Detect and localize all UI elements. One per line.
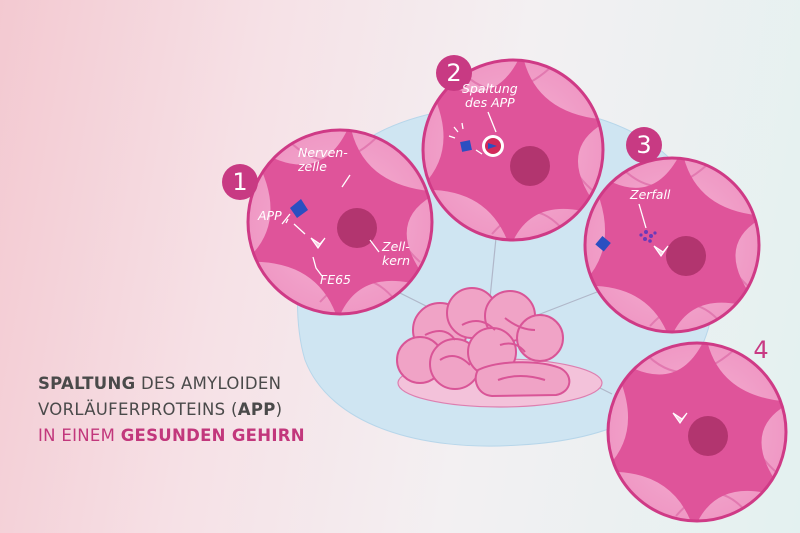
nucleus xyxy=(510,146,550,186)
title-segment: APP xyxy=(237,400,276,419)
label-zerfall: Zerfall xyxy=(630,187,671,202)
nucleus xyxy=(688,416,728,456)
nucleus xyxy=(666,236,706,276)
title-segment: SPALTUNG xyxy=(38,374,136,393)
label-app: APP xyxy=(258,208,282,223)
title-line-2: VORLÄUFERPROTEINS (APP) xyxy=(38,397,305,423)
title-segment: IN EINEM xyxy=(38,426,121,445)
app-fragment-icon xyxy=(595,235,611,252)
fe65-icon xyxy=(653,245,669,258)
label-fe65: FE65 xyxy=(320,272,351,287)
neuron-cell-4 xyxy=(608,343,786,521)
label-zellkern: Zell- kern xyxy=(382,239,410,268)
neuron-body xyxy=(423,60,603,240)
neuron-cell-3 xyxy=(585,158,759,332)
title-segment: VORLÄUFERPROTEINS ( xyxy=(38,400,238,419)
title-line-1: SPALTUNG DES AMYLOIDEN xyxy=(38,371,305,397)
app-fragment-icon xyxy=(460,140,472,152)
neuron-cell-1 xyxy=(248,130,432,314)
neuron-cell-2 xyxy=(423,60,603,240)
step-number-3: 3 xyxy=(626,127,662,163)
fe65-icon xyxy=(310,237,326,250)
step-number-4: 4 xyxy=(753,336,769,364)
title-segment: ) xyxy=(275,400,283,419)
title-segment: DES AMYLOIDEN xyxy=(135,374,282,393)
step-number-2: 2 xyxy=(436,55,472,91)
fe65-icon xyxy=(672,412,688,425)
nucleus xyxy=(337,208,377,248)
decay-particles-icon xyxy=(639,230,657,243)
app-protein-icon xyxy=(290,199,308,218)
brain-icon xyxy=(396,287,571,397)
title-segment: GESUNDEN GEHIRN xyxy=(120,426,305,445)
diagram-title: SPALTUNG DES AMYLOIDEN VORLÄUFERPROTEINS… xyxy=(38,371,305,449)
title-line-3: IN EINEM GESUNDEN GEHIRN xyxy=(38,423,305,449)
label-nervenzelle: Nerven- zelle xyxy=(298,145,348,174)
label-spaltung: Spaltung des APP xyxy=(462,81,518,110)
step-number-1: 1 xyxy=(222,164,258,200)
